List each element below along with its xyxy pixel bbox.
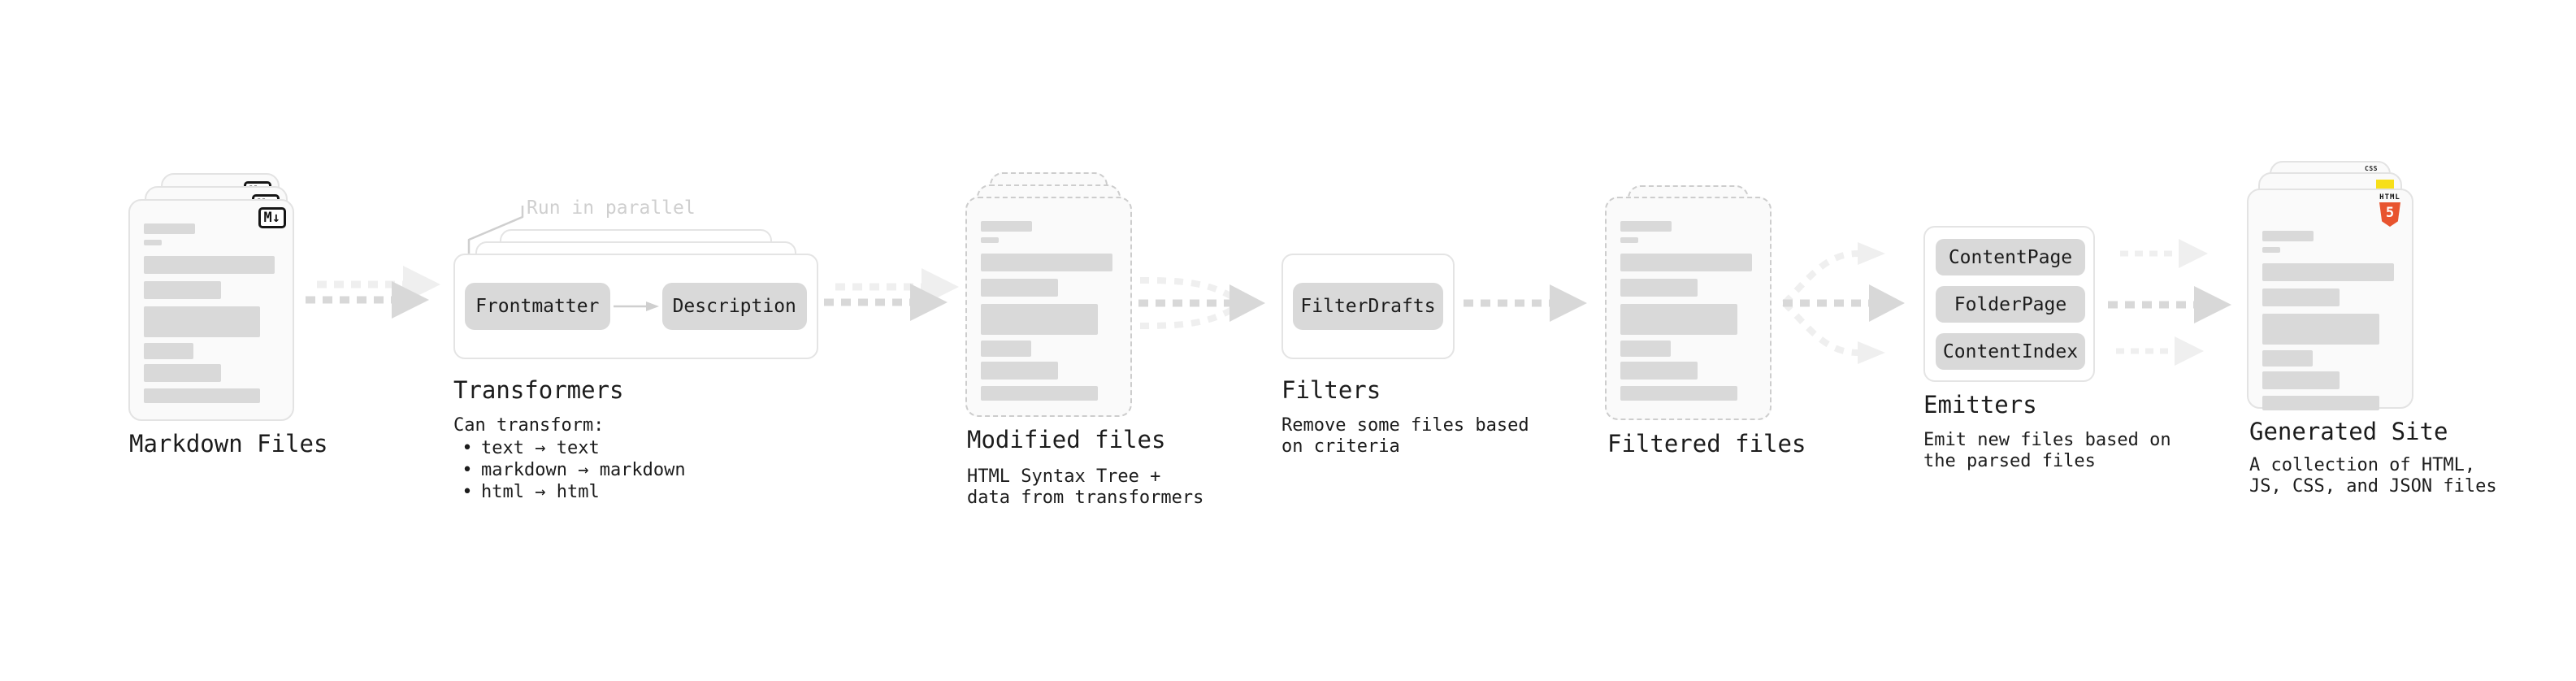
description-pill: Description	[661, 283, 807, 330]
modified-files-subtitle: HTML Syntax Tree + data from transformer…	[967, 466, 1203, 509]
bullet-icon: •	[462, 482, 473, 502]
subtitle-line: HTML Syntax Tree +	[967, 466, 1161, 487]
subtitle-line: the parsed files	[1923, 451, 2096, 471]
filters-title: Filters	[1281, 376, 1381, 404]
generated-site-label: Generated Site	[2249, 418, 2448, 445]
bullet-icon: •	[462, 438, 473, 458]
annotation-leader-line	[467, 206, 524, 254]
transformers-list-heading: Can transform:	[453, 415, 605, 436]
filters-box: FilterDrafts	[1281, 254, 1455, 359]
subtitle-line: data from transformers	[967, 488, 1204, 508]
subtitle-line: on criteria	[1281, 436, 1400, 457]
markdown-icon: M↓	[258, 207, 286, 228]
arrow-modified-to-filters-converge	[1138, 277, 1265, 329]
contentindex-pill: ContentIndex	[1936, 333, 2085, 370]
subtitle-line: A collection of HTML,	[2249, 455, 2476, 475]
filtered-file-card-front	[1605, 197, 1772, 420]
html5-icon-number: 5	[2385, 204, 2395, 221]
generated-site-subtitle: A collection of HTML, JS, CSS, and JSON …	[2249, 455, 2497, 497]
arrow-filtered-to-emitters-diverge	[1782, 242, 1905, 364]
transform-arrow-icon	[613, 301, 659, 311]
subtitle-line: Emit new files based on	[1923, 430, 2171, 450]
markdown-file-card-front: M↓	[128, 199, 294, 421]
transformers-title: Transformers	[453, 376, 624, 404]
transformers-capability-list: • text → text • markdown → markdown • ht…	[453, 437, 686, 503]
arrow-filters-to-filtered	[1464, 284, 1587, 322]
html5-icon-shield: 5	[2379, 202, 2400, 227]
contentpage-pill: ContentPage	[1936, 239, 2085, 275]
document-text-placeholder	[130, 201, 293, 403]
arrow-emitters-bottom	[2116, 336, 2204, 366]
frontmatter-pill: Frontmatter	[465, 283, 610, 330]
list-item: • markdown → markdown	[453, 459, 686, 481]
modified-file-card-front	[965, 197, 1132, 417]
modified-files-label: Modified files	[967, 426, 1166, 453]
arrow-emitters-middle	[2108, 286, 2231, 323]
run-in-parallel-annotation: Run in parallel	[527, 197, 696, 219]
markdown-files-label: Markdown Files	[129, 430, 328, 458]
document-text-placeholder	[2249, 190, 2412, 410]
html5-icon: HTML 5	[2379, 194, 2400, 227]
generated-html-file-card: HTML 5	[2247, 189, 2413, 410]
list-item: • text → text	[453, 437, 686, 459]
transformer-layer-front: Frontmatter Description	[453, 254, 818, 359]
arrow-markdown-to-transformers	[301, 259, 440, 340]
document-text-placeholder	[967, 198, 1130, 401]
emitters-title: Emitters	[1923, 391, 2037, 419]
emitters-subtitle: Emit new files based on the parsed files	[1923, 430, 2171, 472]
filterdrafts-pill: FilterDrafts	[1293, 283, 1443, 330]
subtitle-line: Remove some files based	[1281, 415, 1529, 436]
list-item: • html → html	[453, 481, 686, 503]
arrow-transformers-to-modified	[819, 262, 959, 343]
list-item-text: html → html	[481, 482, 600, 502]
folderpage-pill: FolderPage	[1936, 286, 2085, 323]
emitters-box: ContentPage FolderPage ContentIndex	[1923, 226, 2095, 382]
filters-subtitle: Remove some files based on criteria	[1281, 415, 1529, 458]
list-item-text: markdown → markdown	[481, 460, 686, 480]
bullet-icon: •	[462, 460, 473, 480]
html5-icon-text: HTML	[2379, 193, 2400, 202]
js-file-icon	[2376, 180, 2394, 189]
filtered-files-label: Filtered files	[1607, 430, 1806, 458]
document-text-placeholder	[1607, 198, 1770, 401]
css-icon-text: CSS	[2365, 165, 2378, 172]
subtitle-line: JS, CSS, and JSON files	[2249, 476, 2497, 497]
list-item-text: text → text	[481, 438, 600, 458]
arrow-emitters-top	[2120, 239, 2208, 268]
